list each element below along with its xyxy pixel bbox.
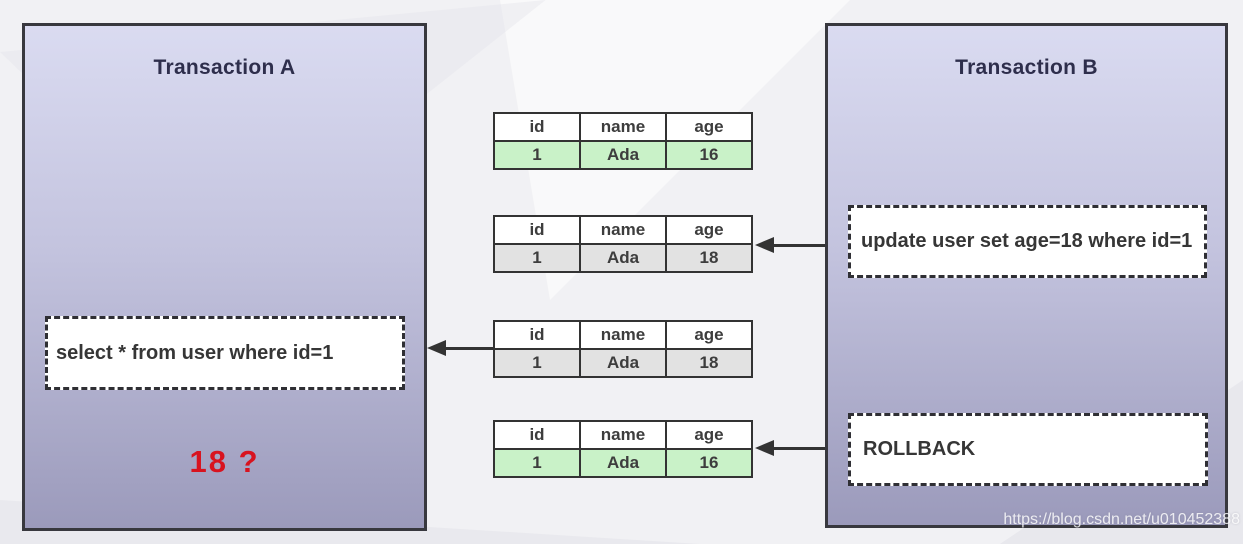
arrow-left-head-icon — [427, 340, 446, 356]
arrow-update-to-table-icon — [755, 237, 825, 253]
arrow-line — [773, 446, 825, 450]
update-statement-label: update user set age=18 where id=1 — [861, 230, 1193, 252]
transaction-a-title: Transaction A — [153, 56, 296, 79]
column-header-age: age — [665, 320, 753, 350]
arrow-rollback-to-table-icon — [755, 440, 825, 456]
arrow-table-to-select-icon — [427, 340, 493, 356]
column-header-age: age — [665, 215, 753, 245]
table-row: 1 Ada 18 — [493, 243, 753, 273]
rollback-statement-label: ROLLBACK — [863, 438, 976, 460]
column-header-name: name — [579, 320, 667, 350]
column-header-age: age — [665, 420, 753, 450]
cell-age: 18 — [665, 348, 753, 378]
cell-name: Ada — [579, 140, 667, 170]
cell-age: 16 — [665, 140, 753, 170]
user-table-snapshot-read: id name age 1 Ada 18 — [493, 320, 753, 378]
user-table-snapshot-initial: id name age 1 Ada 16 — [493, 112, 753, 170]
cell-name: Ada — [579, 348, 667, 378]
column-header-id: id — [493, 215, 581, 245]
cell-id: 1 — [493, 243, 581, 273]
cell-age: 18 — [665, 243, 753, 273]
cell-name: Ada — [579, 243, 667, 273]
table-header-row: id name age — [493, 215, 753, 245]
column-header-id: id — [493, 320, 581, 350]
transaction-b-title: Transaction B — [955, 56, 1098, 79]
cell-id: 1 — [493, 448, 581, 478]
update-statement-box: update user set age=18 where id=1 — [848, 205, 1207, 278]
table-header-row: id name age — [493, 112, 753, 142]
arrow-line — [773, 243, 825, 247]
table-header-row: id name age — [493, 320, 753, 350]
column-header-age: age — [665, 112, 753, 142]
column-header-name: name — [579, 420, 667, 450]
cell-name: Ada — [579, 448, 667, 478]
watermark-url: https://blog.csdn.net/u010452388 — [1003, 511, 1240, 528]
cell-id: 1 — [493, 348, 581, 378]
rollback-statement-box: ROLLBACK — [848, 413, 1208, 486]
arrow-left-head-icon — [755, 237, 774, 253]
user-table-snapshot-after-rollback: id name age 1 Ada 16 — [493, 420, 753, 478]
column-header-id: id — [493, 112, 581, 142]
table-row: 1 Ada 18 — [493, 348, 753, 378]
select-statement-label: select * from user where id=1 — [56, 341, 334, 364]
arrow-left-head-icon — [755, 440, 774, 456]
cell-age: 16 — [665, 448, 753, 478]
table-header-row: id name age — [493, 420, 753, 450]
column-header-name: name — [579, 215, 667, 245]
dirty-read-result-text: 18 ? — [189, 444, 260, 479]
cell-id: 1 — [493, 140, 581, 170]
table-row: 1 Ada 16 — [493, 448, 753, 478]
user-table-snapshot-after-update: id name age 1 Ada 18 — [493, 215, 753, 273]
transaction-a-panel: Transaction A — [22, 23, 427, 531]
table-row: 1 Ada 16 — [493, 140, 753, 170]
select-statement-box: select * from user where id=1 — [45, 316, 405, 390]
arrow-line — [445, 346, 493, 350]
column-header-name: name — [579, 112, 667, 142]
column-header-id: id — [493, 420, 581, 450]
